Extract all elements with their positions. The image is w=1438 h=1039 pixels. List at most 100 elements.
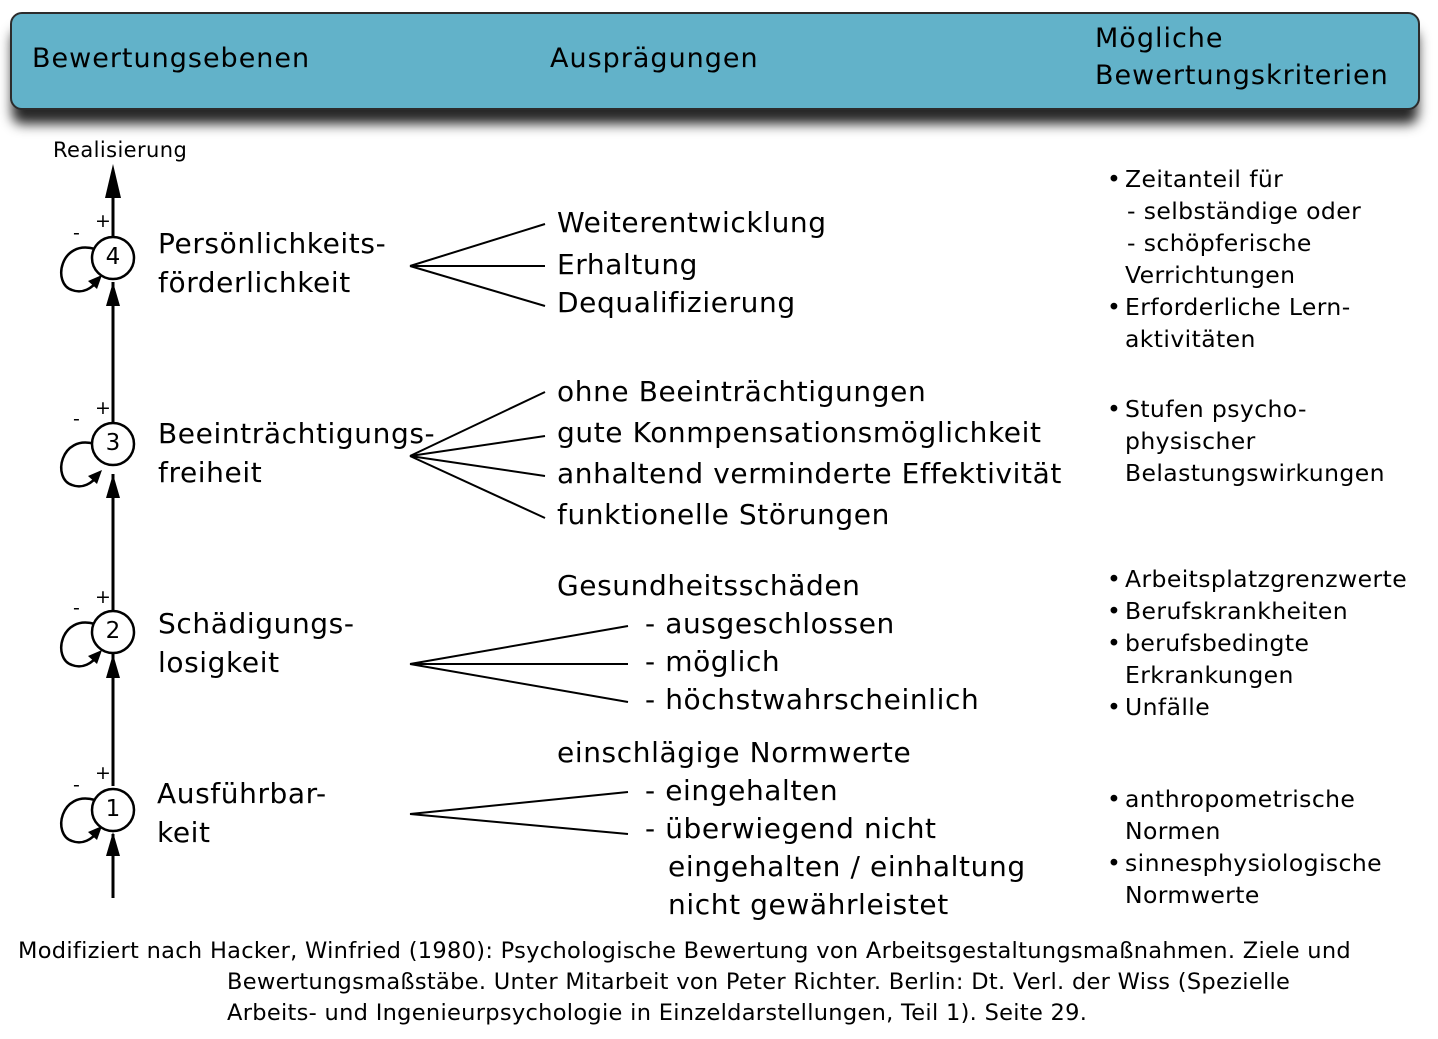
arrowhead-4: [106, 282, 120, 306]
level-name-1: Ausführbar- keit: [157, 774, 327, 852]
level-name-3-line2: freiheit: [158, 456, 263, 489]
header-bewertungsebenen: Bewertungsebenen: [32, 43, 311, 74]
kriterium-4-5: •Erforderliche Lern-: [1107, 293, 1351, 321]
plus-sign-1: +: [95, 762, 111, 784]
auspraegung-4-3: Dequalifizierung: [557, 286, 796, 319]
kriterium-2-2: •Berufskrankheiten: [1107, 597, 1349, 625]
kriterium-3-3: Belastungswirkungen: [1125, 459, 1385, 487]
auspraegung-3-1: ohne Beeinträchtigungen: [557, 375, 927, 408]
bullet-icon: •: [1107, 395, 1122, 423]
fan-lines: [409, 223, 629, 835]
minus-sign-4: -: [73, 222, 80, 244]
kriterien-2: •Arbeitsplatzgrenzwerte •Berufskrankheit…: [1107, 563, 1408, 723]
level-name-3-line1: Beeinträchtigungs-: [158, 417, 436, 450]
header-auspraegungen: Ausprägungen: [550, 43, 759, 74]
header-kriterien-line2: Bewertungskriterien: [1095, 60, 1389, 91]
header-bar: Bewertungsebenen Ausprägungen Mögliche B…: [10, 12, 1420, 110]
plus-sign-4: +: [95, 210, 111, 232]
level-name-3: Beeinträchtigungs- freiheit: [158, 414, 435, 492]
level-number-4: 4: [105, 244, 121, 270]
auspraegung-1-2: - eingehalten: [645, 774, 839, 807]
auspraegung-2-2: - ausgeschlossen: [645, 607, 895, 640]
level-name-2-line1: Schädigungs-: [158, 607, 355, 640]
level-name-4: Persönlichkeits- förderlichkeit: [158, 224, 386, 302]
minus-sign-3: -: [73, 408, 80, 430]
bullet-icon: •: [1107, 693, 1122, 721]
auspraegung-1-5: nicht gewährleistet: [668, 888, 949, 921]
auspraegung-3-4: funktionelle Störungen: [557, 498, 890, 531]
level-name-1-line1: Ausführbar-: [157, 777, 327, 810]
kriterium-1-1: •anthropometrische: [1107, 785, 1356, 813]
bullet-icon: •: [1107, 849, 1122, 877]
kriterium-2-4: Erkrankungen: [1125, 661, 1294, 689]
loop-arrow-2: [88, 650, 102, 664]
kriterium-1-4: Normwerte: [1125, 881, 1260, 909]
auspraegung-3-3: anhaltend verminderte Effektivität: [557, 457, 1062, 490]
kriterium-4-3: - schöpferische: [1127, 229, 1312, 257]
kriterium-1-3: •sinnesphysiologische: [1107, 849, 1382, 877]
minus-sign-2: -: [73, 597, 80, 619]
bullet-icon: •: [1107, 629, 1122, 657]
level-circle-4: [90, 235, 136, 281]
kriterium-3-1: •Stufen psycho-: [1107, 395, 1307, 423]
level-number-2: 2: [105, 618, 121, 644]
auspraegung-2-3: - möglich: [645, 645, 781, 678]
bullet-icon: •: [1107, 565, 1122, 593]
plus-sign-2: +: [95, 586, 111, 608]
header-kriterien-line1: Mögliche: [1095, 23, 1224, 54]
kriterium-2-5: •Unfälle: [1107, 693, 1211, 721]
plus-sign-3: +: [95, 397, 111, 419]
level-circle-1: [90, 787, 136, 833]
loop-2: [59, 621, 101, 668]
header-kriterien: Mögliche Bewertungskriterien: [1095, 20, 1389, 94]
kriterium-4-6: aktivitäten: [1125, 325, 1256, 353]
loop-arrow-1: [88, 826, 102, 840]
arrowhead-2: [106, 654, 120, 678]
citation-line-1: Modifiziert nach Hacker, Winfried (1980)…: [18, 938, 1351, 964]
arrowhead-top: [105, 164, 121, 198]
bullet-icon: •: [1107, 785, 1122, 813]
level-name-2-line2: losigkeit: [158, 646, 280, 679]
axis-arrowheads: [105, 164, 121, 856]
level-name-4-line1: Persönlichkeits-: [158, 227, 387, 260]
loop-3: [59, 441, 101, 488]
citation-line-2: Bewertungsmaßstäbe. Unter Mitarbeit von …: [227, 969, 1291, 995]
auspraegung-2-4: - höchstwahrscheinlich: [645, 683, 980, 716]
kriterium-4-4: Verrichtungen: [1125, 261, 1296, 289]
kriterium-3-2: physischer: [1125, 427, 1256, 455]
kriterium-1-2: Normen: [1125, 817, 1221, 845]
level-number-1: 1: [105, 796, 121, 822]
level-circle-2: [90, 609, 136, 655]
minus-sign-1: -: [73, 774, 80, 796]
auspraegung-1-4: eingehalten / einhaltung: [668, 850, 1026, 883]
level-number-3: 3: [105, 430, 121, 456]
citation-line-3: Arbeits- und Ingenieurpsychologie in Ein…: [227, 1000, 1088, 1026]
arrowhead-1: [106, 832, 120, 856]
auspraegung-2-1: Gesundheitsschäden: [557, 569, 861, 602]
level-name-4-line2: förderlichkeit: [158, 266, 351, 299]
kriterium-2-1: •Arbeitsplatzgrenzwerte: [1107, 565, 1408, 593]
loop-1: [59, 797, 101, 844]
auspraegung-1-3: - überwiegend nicht: [645, 812, 937, 845]
auspraegung-4-1: Weiterentwicklung: [557, 206, 827, 239]
loop-4: [59, 246, 101, 293]
bullet-icon: •: [1107, 293, 1122, 321]
kriterium-4-1: •Zeitanteil für: [1107, 165, 1284, 193]
level-name-1-line2: keit: [157, 816, 211, 849]
kriterium-2-3: •berufsbedingte: [1107, 629, 1310, 657]
auspraegung-1-1: einschlägige Normwerte: [557, 736, 912, 769]
kriterien-4: •Zeitanteil für - selbständige oder - sc…: [1107, 163, 1362, 355]
level-name-2: Schädigungs- losigkeit: [158, 604, 355, 682]
arrowhead-3: [106, 474, 120, 498]
source-citation: Modifiziert nach Hacker, Winfried (1980)…: [18, 936, 1351, 1029]
auspraegung-4-2: Erhaltung: [557, 248, 699, 281]
loop-arrow-4: [88, 275, 102, 289]
kriterien-1: •anthropometrische Normen •sinnesphysiol…: [1107, 783, 1382, 911]
level-circle-3: [90, 421, 136, 467]
loop-arrow-3: [88, 470, 102, 484]
kriterien-3: •Stufen psycho- physischer Belastungswir…: [1107, 393, 1385, 489]
bullet-icon: •: [1107, 597, 1122, 625]
auspraegung-3-2: gute Konmpensationsmöglichkeit: [557, 416, 1042, 449]
kriterium-4-2: - selbständige oder: [1127, 197, 1362, 225]
